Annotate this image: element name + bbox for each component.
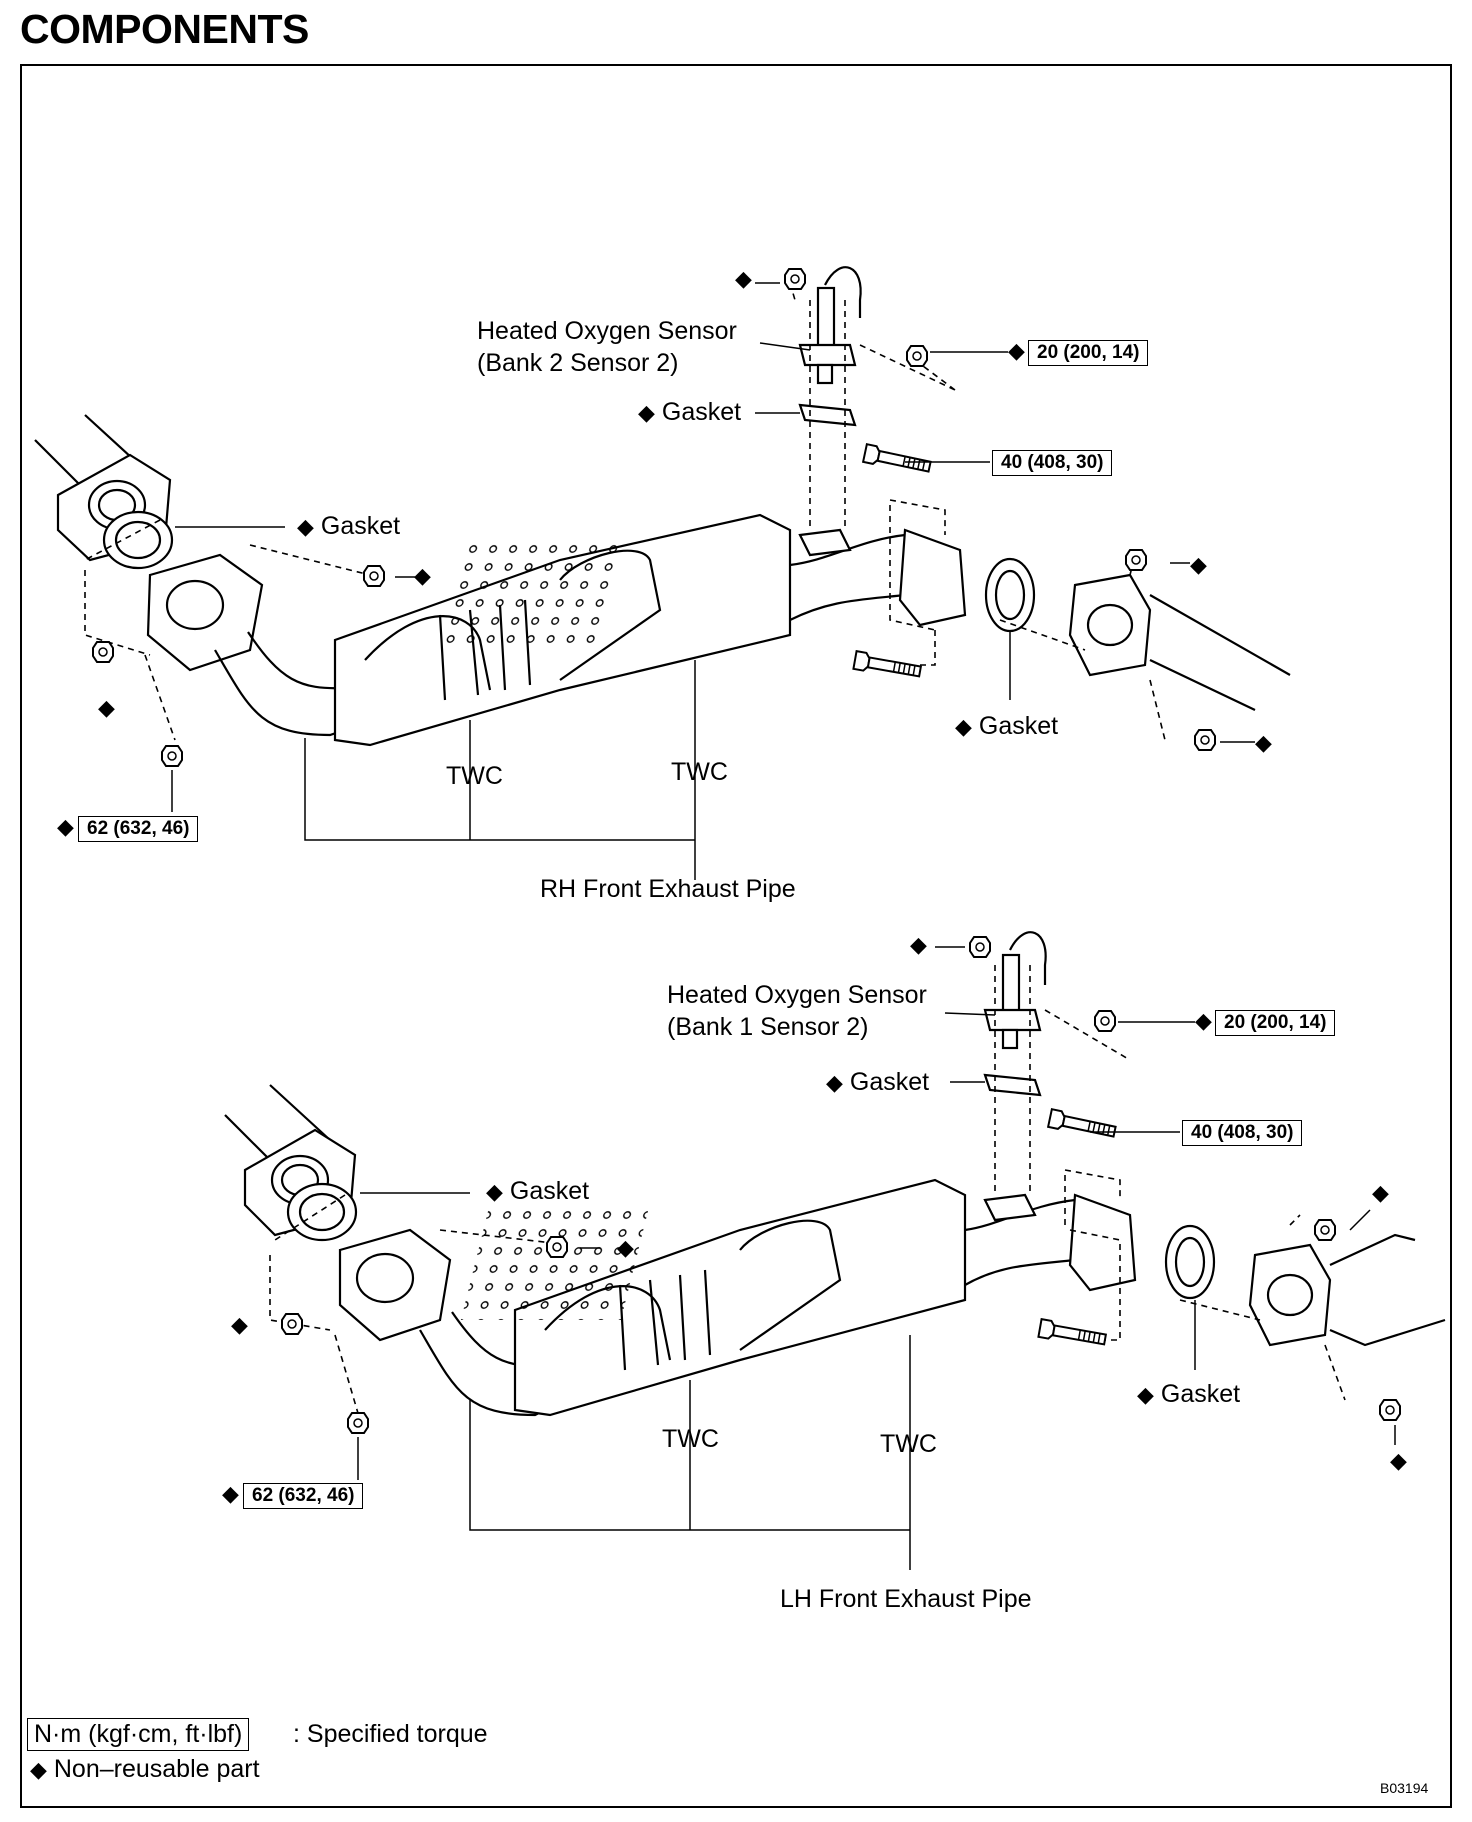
lh-gasket-front-diamond-icon: ◆ bbox=[486, 1179, 503, 1204]
rh-rear-nut-icon bbox=[1125, 549, 1147, 571]
rh-sensor-bank: (Bank 2 Sensor 2) bbox=[477, 349, 679, 377]
lh-gasket-sensor-diamond-icon: ◆ bbox=[826, 1070, 843, 1095]
legend-nonreusable: ◆ Non–reusable part bbox=[30, 1755, 260, 1784]
rh-flange-nut-icon bbox=[363, 565, 385, 587]
lh-gasket-sensor-label: ◆ Gasket bbox=[826, 1068, 929, 1097]
rh-sensor-nut-icon-2 bbox=[906, 345, 928, 367]
lh-rear-nut-icon-2 bbox=[1379, 1399, 1401, 1421]
legend-unit-desc: : Specified torque bbox=[293, 1720, 488, 1748]
legend-unit-box: N·m (kgf·cm, ft·lbf) bbox=[27, 1718, 250, 1751]
lh-twc-1: TWC bbox=[662, 1425, 719, 1453]
rh-gasket-rear: Gasket bbox=[978, 712, 1059, 740]
lh-flange-nut-icon bbox=[546, 1236, 568, 1258]
lh-pipe-name: LH Front Exhaust Pipe bbox=[780, 1585, 1032, 1613]
lh-rear-nut-nonreusable-icon-2: ◆ bbox=[1390, 1448, 1407, 1473]
rh-gasket-sensor-label: ◆ Gasket bbox=[638, 398, 741, 427]
rh-flange-nut-nonreusable-icon: ◆ bbox=[414, 563, 431, 588]
rh-pipe-name: RH Front Exhaust Pipe bbox=[540, 875, 796, 903]
rh-flange-nut-icon-3 bbox=[161, 745, 183, 767]
figure-code: B03194 bbox=[1380, 1780, 1429, 1796]
lh-torque-bolt: 40 (408, 30) bbox=[1182, 1120, 1303, 1146]
rh-torque-bolt: 40 (408, 30) bbox=[992, 450, 1113, 476]
rh-sensor-nut-nonreusable-icon: ◆ bbox=[735, 266, 752, 291]
rh-sensor-name: Heated Oxygen Sensor bbox=[477, 317, 737, 345]
rh-gasket-sensor: Gasket bbox=[661, 398, 742, 426]
lh-twc-2: TWC bbox=[880, 1430, 937, 1458]
rh-flange-nut-icon-2 bbox=[92, 641, 114, 663]
rh-torque-flange-nonreusable-icon: ◆ bbox=[57, 814, 74, 839]
rh-bolt-icon-2 bbox=[852, 650, 923, 682]
rh-torque-flange: 62 (632, 46) bbox=[78, 816, 199, 842]
rh-assembly bbox=[34, 266, 1291, 747]
legend-nonreusable-desc: Non–reusable part bbox=[53, 1755, 260, 1783]
lh-gasket-front-label: ◆ Gasket bbox=[486, 1177, 589, 1206]
rh-twc-1: TWC bbox=[446, 762, 503, 790]
rh-torque-sensor: 20 (200, 14) bbox=[1028, 340, 1149, 366]
lh-gasket-front: Gasket bbox=[509, 1177, 590, 1205]
rh-rear-nut-icon-2 bbox=[1194, 729, 1216, 751]
rh-leaders bbox=[171, 282, 1255, 880]
lh-bolt-icon-2 bbox=[1037, 1318, 1108, 1350]
diagram-frame bbox=[20, 64, 1452, 1808]
rh-gasket-front-diamond-icon: ◆ bbox=[297, 514, 314, 539]
lh-torque-sensor: 20 (200, 14) bbox=[1215, 1010, 1336, 1036]
lh-gasket-rear: Gasket bbox=[1160, 1380, 1241, 1408]
lh-gasket-rear-label: ◆ Gasket bbox=[1137, 1380, 1240, 1409]
lh-gasket-rear-diamond-icon: ◆ bbox=[1137, 1382, 1154, 1407]
lh-torque-nonreusable-icon: ◆ bbox=[1195, 1008, 1212, 1033]
rh-gasket-rear-label: ◆ Gasket bbox=[955, 712, 1058, 741]
lh-sensor-name: Heated Oxygen Sensor bbox=[667, 981, 927, 1009]
lh-sensor-nut-icon-2 bbox=[1094, 1010, 1116, 1032]
lh-torque-flange: 62 (632, 46) bbox=[243, 1483, 364, 1509]
lh-bolt-icon bbox=[1047, 1108, 1118, 1142]
lh-flange-nut-nonreusable-icon-2: ◆ bbox=[231, 1312, 248, 1337]
rh-rear-nut-nonreusable-icon: ◆ bbox=[1190, 552, 1207, 577]
rh-gasket-rear-diamond-icon: ◆ bbox=[955, 714, 972, 739]
rh-twc-2: TWC bbox=[671, 758, 728, 786]
rh-rear-nut-nonreusable-icon-2: ◆ bbox=[1255, 730, 1272, 755]
lh-flange-nut-icon-3 bbox=[347, 1412, 369, 1434]
rh-sensor-nut-icon bbox=[784, 268, 806, 290]
rh-gasket-sensor-diamond-icon: ◆ bbox=[638, 400, 655, 425]
lh-gasket-sensor: Gasket bbox=[849, 1068, 930, 1096]
lh-assembly bbox=[224, 931, 1446, 1417]
legend-diamond-icon: ◆ bbox=[30, 1757, 47, 1782]
rh-gasket-front-label: ◆ Gasket bbox=[297, 512, 400, 541]
rh-gasket-front: Gasket bbox=[320, 512, 401, 540]
lh-dashed-guides bbox=[269, 965, 1346, 1421]
page-title: COMPONENTS bbox=[20, 6, 309, 52]
rh-torque-nonreusable-icon: ◆ bbox=[1008, 338, 1025, 363]
lh-flange-nut-icon-2 bbox=[281, 1313, 303, 1335]
lh-leaders bbox=[357, 946, 1396, 1570]
rh-bolt-icon bbox=[862, 443, 933, 477]
lh-sensor-nut-icon bbox=[969, 936, 991, 958]
lh-sensor-bank: (Bank 1 Sensor 2) bbox=[667, 1013, 869, 1041]
rh-flange-nut-nonreusable-icon-2: ◆ bbox=[98, 695, 115, 720]
lh-torque-flange-nonreusable-icon: ◆ bbox=[222, 1481, 239, 1506]
lh-sensor-nut-nonreusable-icon: ◆ bbox=[910, 932, 927, 957]
lh-flange-nut-nonreusable-icon: ◆ bbox=[617, 1235, 634, 1260]
lh-rear-nut-icon bbox=[1314, 1219, 1336, 1241]
lh-rear-nut-nonreusable-icon: ◆ bbox=[1372, 1180, 1389, 1205]
rh-dashed-guides bbox=[84, 282, 1166, 741]
